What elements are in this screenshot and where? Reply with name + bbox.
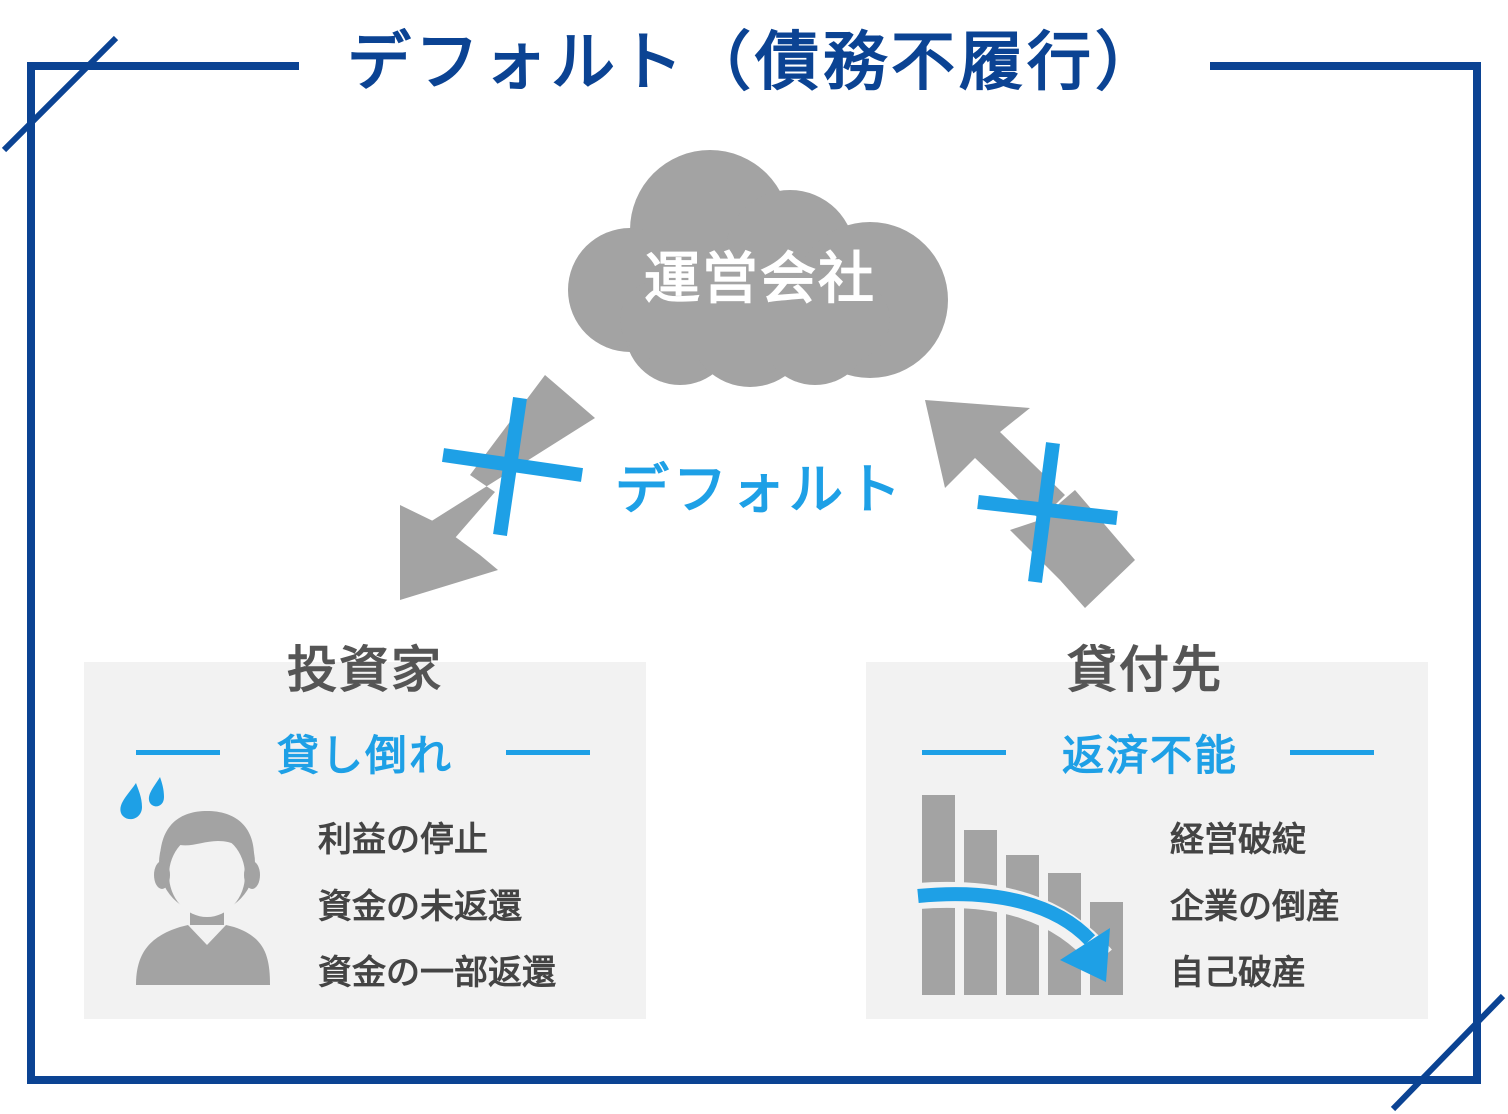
operator-company-label: 運営会社	[644, 247, 876, 312]
frame-top-border-left	[27, 62, 299, 70]
frame-right-border	[1473, 62, 1481, 1084]
declining-chart-icon	[917, 795, 1123, 995]
investor-dash-left	[136, 750, 220, 755]
investor-item-2: 資金の未返還	[318, 887, 522, 927]
borrower-item-2: 企業の倒産	[1170, 887, 1340, 927]
borrower-panel	[866, 662, 1428, 1019]
borrower-dash-left	[922, 750, 1006, 755]
page-title: デフォルト（債務不履行）	[347, 26, 1163, 100]
cloud-icon	[568, 150, 948, 387]
investor-item-1: 利益の停止	[318, 820, 488, 860]
frame-left-border	[27, 62, 35, 1084]
borrower-heading: 貸付先	[1067, 641, 1223, 699]
left-cross-mark-icon	[442, 396, 583, 537]
frame-bottom-border	[27, 1076, 1481, 1084]
worried-person-icon	[120, 777, 270, 985]
investor-item-3: 資金の一部返還	[318, 953, 556, 993]
investor-dash-right	[506, 750, 590, 755]
borrower-dash-right	[1290, 750, 1374, 755]
right-cross-mark-icon	[977, 442, 1118, 583]
borrower-item-1: 経営破綻	[1170, 820, 1306, 860]
investor-subheading: 貸し倒れ	[276, 731, 453, 780]
borrower-subheading: 返済不能	[1061, 731, 1238, 780]
investor-heading: 投資家	[287, 641, 443, 699]
frame-top-border-right	[1210, 62, 1481, 70]
borrower-item-3: 自己破産	[1170, 953, 1306, 993]
default-relation-label: デフォルト	[615, 458, 905, 521]
